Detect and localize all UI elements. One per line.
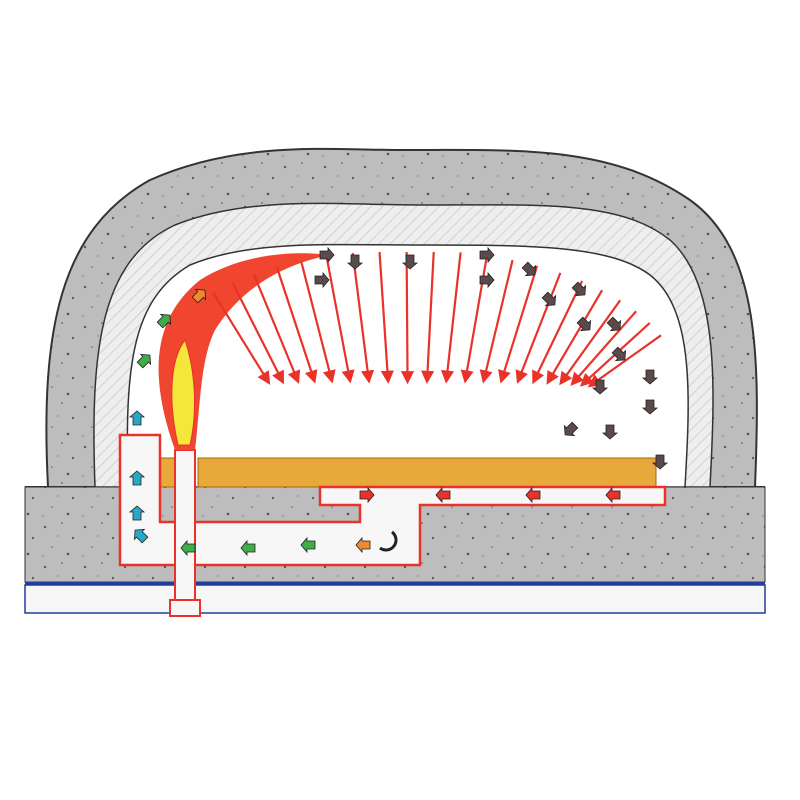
rising-air-arrow (136, 353, 152, 369)
duct-flow-arrow (435, 486, 451, 504)
hot-air-flow-arrow (314, 271, 330, 289)
heat-radiation-arrow (479, 259, 514, 384)
flame (158, 253, 330, 450)
rising-air-arrow (128, 505, 146, 521)
hot-air-flow-arrow (319, 246, 335, 264)
hearth-floor (197, 457, 657, 488)
pipe-flange (169, 599, 201, 617)
duct-flow-arrow (525, 486, 541, 504)
hot-air-flow-arrow (576, 316, 592, 332)
rising-air-arrow (133, 528, 149, 544)
circulation-icon (379, 530, 398, 552)
fresh-air-arrow (240, 539, 256, 557)
chimney-pipe (174, 449, 196, 611)
heat-radiation-arrow (420, 251, 435, 385)
hot-air-flow-arrow (479, 246, 495, 264)
heat-radiation-arrow (400, 251, 415, 385)
hot-air-flow-arrow (641, 369, 659, 385)
hot-air-flow-arrow (479, 271, 495, 289)
heat-radiation-arrow (498, 265, 539, 384)
duct-flow-arrow (359, 486, 375, 504)
hot-air-flow-arrow (521, 261, 537, 277)
heat-radiation-arrow (351, 252, 375, 384)
hot-air-flow-arrow (571, 281, 587, 297)
foundation-strip (24, 584, 766, 614)
hot-air-flow-arrow (563, 421, 579, 437)
heat-radiation-arrow (325, 256, 355, 384)
fresh-air-arrow (180, 539, 196, 557)
heat-radiation-arrow (253, 274, 301, 384)
heat-radiation-arrow (440, 252, 462, 384)
hot-air-flow-arrow (541, 291, 557, 307)
heat-radiation-arrow (275, 267, 318, 384)
duct-flow-arrow (605, 486, 621, 504)
flame-core (171, 338, 196, 446)
hot-air-flow-arrow (601, 424, 619, 440)
heat-radiation-arrow (212, 292, 271, 385)
heat-radiation-arrow (559, 299, 622, 386)
rising-air-arrow (128, 470, 146, 486)
warm-air-arrow (355, 536, 371, 554)
hot-air-flow-arrow (591, 379, 609, 395)
heat-radiation-arrow (378, 251, 394, 384)
hot-air-flow-arrow (346, 254, 364, 270)
heat-radiation-arrow (231, 282, 284, 385)
heat-radiation-arrow (546, 289, 604, 385)
hot-air-flow-arrow (651, 454, 669, 470)
hot-air-flow-arrow (641, 399, 659, 415)
rising-air-arrow (128, 410, 146, 426)
warm-air-arrow (191, 288, 207, 304)
heat-radiation-arrow (515, 272, 562, 384)
heat-radiation-arrow (300, 261, 336, 384)
hot-air-flow-arrow (606, 316, 622, 332)
rising-air-arrow (156, 313, 172, 329)
heat-flow-arrows (128, 246, 669, 557)
fresh-air-arrow (300, 536, 316, 554)
heat-radiation-arrow (570, 310, 637, 386)
hot-air-flow-arrow (401, 254, 419, 270)
heat-radiation-arrow (532, 280, 584, 385)
hot-air-flow-arrow (611, 346, 627, 362)
heat-radiation-arrow (587, 334, 662, 388)
air-duct (118, 433, 667, 567)
